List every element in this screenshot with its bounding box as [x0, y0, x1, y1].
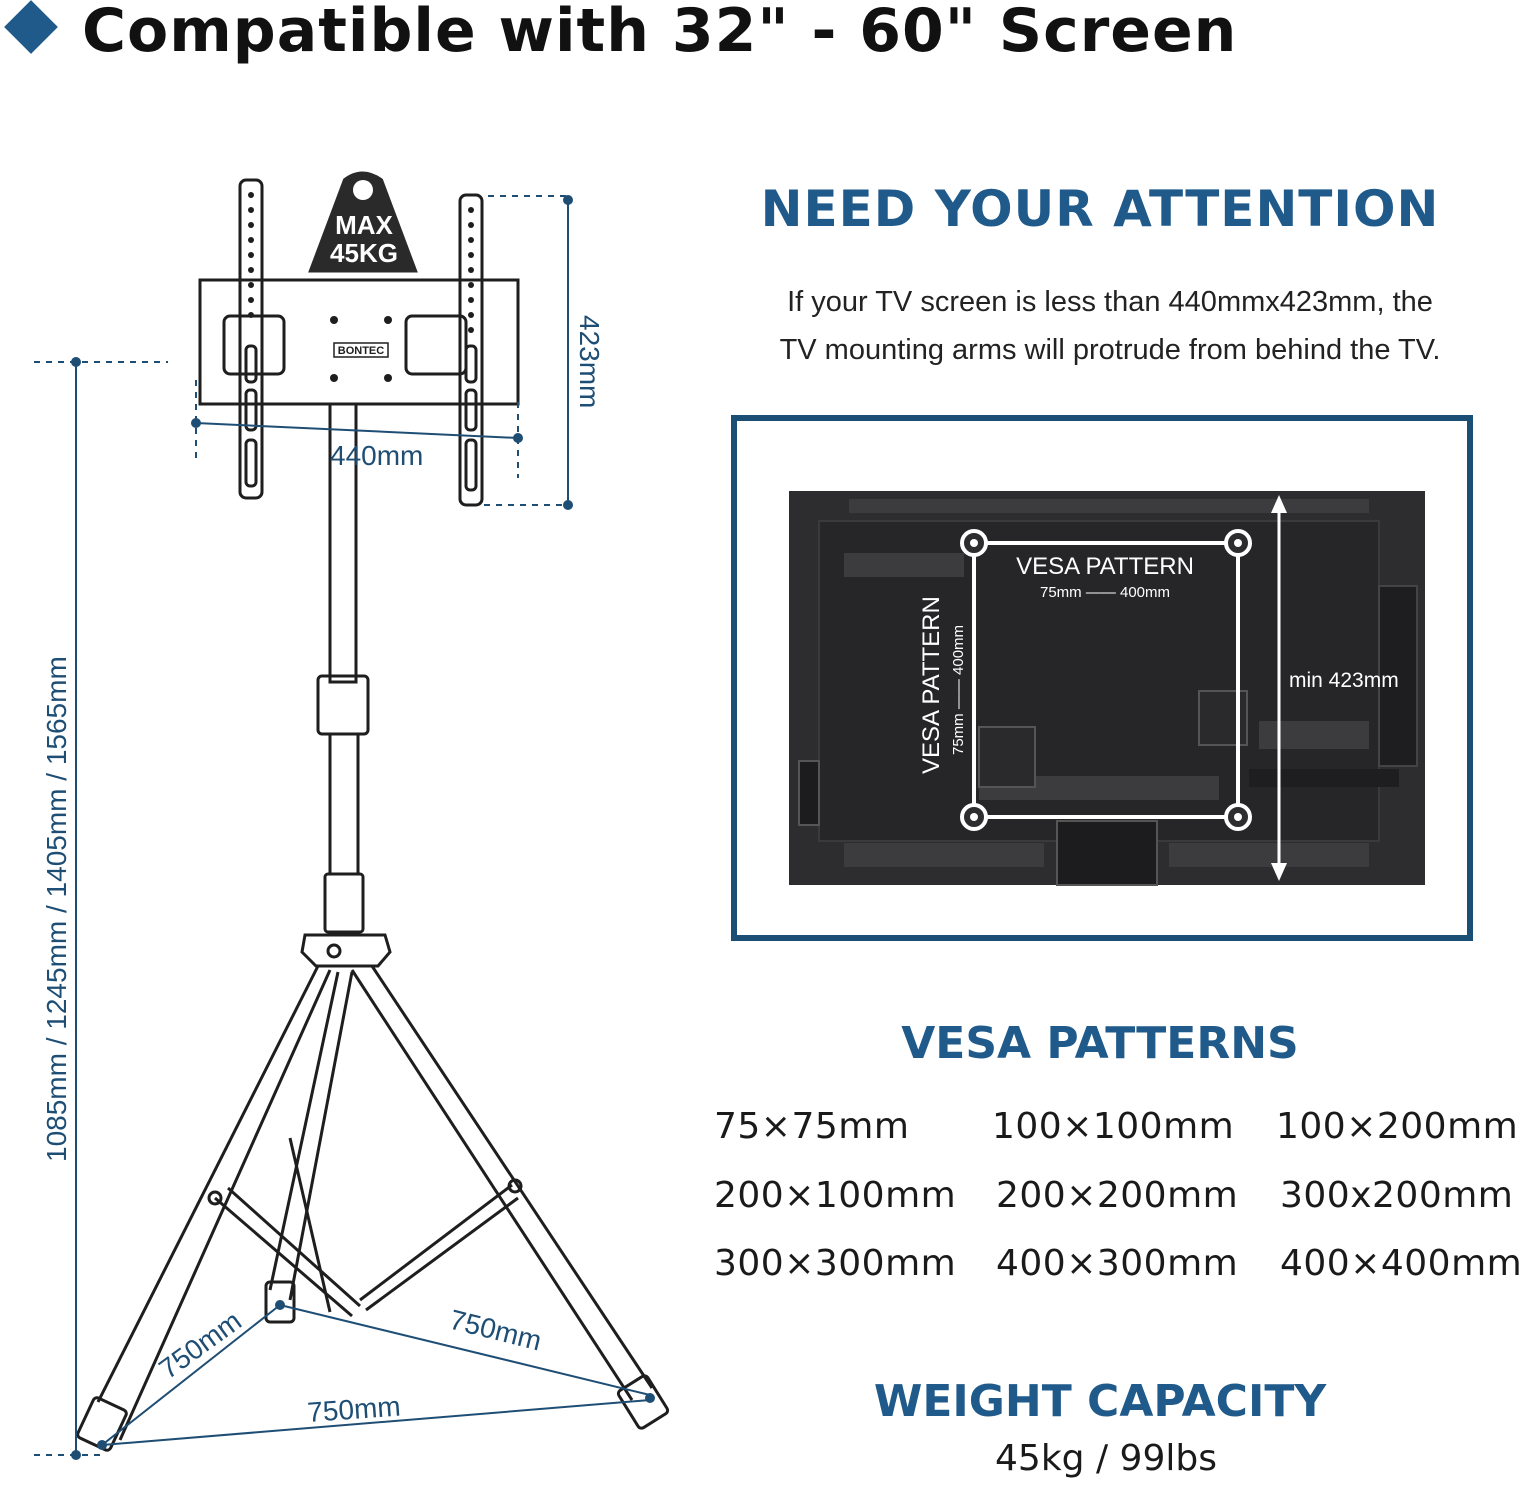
svg-text:45KG: 45KG	[330, 238, 398, 268]
vesa-range-vertical: 75mm —— 400mm	[950, 625, 967, 755]
svg-text:MAX: MAX	[335, 210, 393, 240]
diamond-bullet-icon	[4, 0, 58, 54]
mount-arm-left	[238, 178, 264, 500]
svg-text:BONTEC: BONTEC	[338, 345, 385, 357]
min-height-label: min 423mm	[1289, 669, 1399, 692]
total-height-label: 1085mm / 1245mm / 1405mm / 1565mm	[41, 656, 72, 1162]
vesa-pattern-item: 300x200mm	[1280, 1175, 1514, 1216]
attention-heading: NEED YOUR ATTENTION	[760, 180, 1440, 238]
vesa-pattern-item: 200×200mm	[996, 1175, 1239, 1216]
tripod-leg-back	[268, 971, 340, 1291]
vesa-label-horizontal: VESA PATTERN	[1016, 553, 1194, 580]
vesa-pattern-item: 100×200mm	[1276, 1106, 1519, 1147]
max-weight-badge: MAX 45KG	[303, 168, 423, 276]
weight-value: 45kg / 99lbs	[995, 1438, 1217, 1479]
vesa-label-vertical: VESA PATTERN	[918, 596, 945, 774]
leg-span-bottom-label: 750mm	[306, 1391, 401, 1428]
tv-back-frame: VESA PATTERN 75mm —— 400mm VESA PATTERN …	[731, 415, 1473, 941]
stand-outline	[76, 178, 670, 1452]
vesa-pattern-item: 400×300mm	[996, 1243, 1239, 1284]
tv-stand-diagram: MAX 45KG BONTEC 440mm 423mm 1085mm	[0, 140, 700, 1491]
tv-back-image: VESA PATTERN 75mm —— 400mm VESA PATTERN …	[789, 491, 1425, 886]
brand-plate	[333, 342, 389, 358]
tv-stand-drawing: MAX 45KG BONTEC 440mm 423mm 1085mm	[34, 168, 670, 1460]
attention-note: If your TV screen is less than 440mmx423…	[779, 286, 1441, 366]
vesa-outline	[972, 541, 1240, 819]
min-height-arrow	[1271, 495, 1287, 881]
page-title: Compatible with 32" - 60" Screen	[82, 0, 1238, 66]
vesa-pattern-item: 75×75mm	[714, 1106, 910, 1147]
weight-heading: WEIGHT CAPACITY	[873, 1376, 1327, 1427]
vesa-heading: VESA PATTERNS	[901, 1018, 1299, 1069]
info-panel: NEED YOUR ATTENTION If your TV screen is…	[700, 0, 1522, 1491]
leg-span-left-label: 750mm	[153, 1305, 247, 1385]
vesa-range-horizontal: 75mm —— 400mm	[1040, 584, 1170, 601]
tripod-leg-right	[370, 965, 654, 1389]
arm-holes	[248, 192, 474, 382]
height-dimension-label: 423mm	[574, 315, 605, 408]
mount-plate	[198, 278, 520, 406]
vesa-pattern-item: 400×400mm	[1280, 1243, 1522, 1284]
vesa-pattern-item: 300×300mm	[714, 1243, 957, 1284]
vesa-pattern-item: 200×100mm	[714, 1175, 957, 1216]
dimension-lines	[34, 195, 655, 1460]
mount-arm-right	[458, 193, 484, 507]
width-dimension-label: 440mm	[330, 440, 423, 471]
tripod-leg-left	[96, 965, 320, 1403]
vesa-pattern-item: 100×100mm	[992, 1106, 1235, 1147]
header: Compatible with 32" - 60" Screen	[0, 0, 1500, 80]
height-clamp	[316, 674, 370, 736]
